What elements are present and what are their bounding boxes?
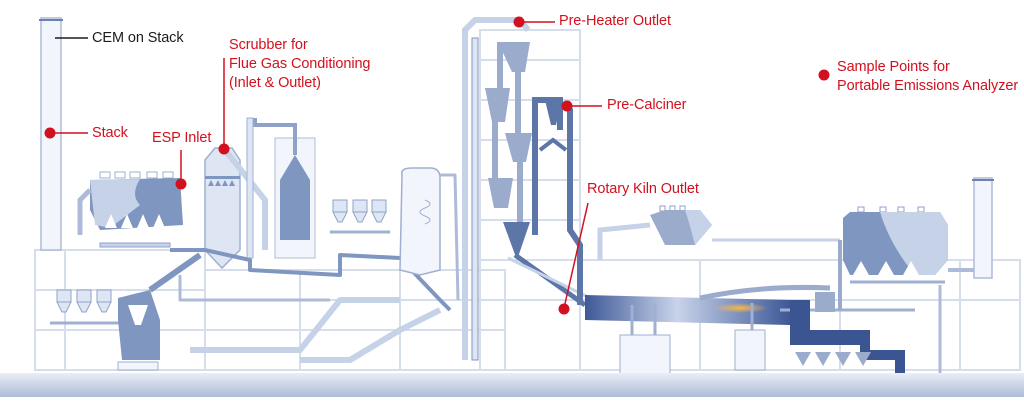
scrubber-label-line2: Flue Gas Conditioning [229,56,371,72]
pre-calciner-sample-point-marker [561,100,573,112]
esp-inlet-label: ESP Inlet [152,130,212,146]
rotary-kiln [585,284,915,376]
ground [0,373,1024,397]
hoppers-left [50,289,120,325]
raw-meal-silo [246,117,316,259]
legend-marker [818,69,830,81]
stack-label: Stack [92,125,128,141]
pre-calciner-label: Pre-Calciner [607,97,687,113]
hoppers-middle [330,199,390,234]
scrubber-tower [204,147,268,270]
legend-line1: Sample Points for [837,59,950,75]
scrubber-sample-point-marker [218,143,230,155]
stack-right [948,177,994,279]
legend-line2: Portable Emissions Analyzer [837,78,1019,94]
scrubber-label-line3: (Inlet & Outlet) [229,75,321,91]
rotary-kiln-sample-point-marker [558,303,570,315]
pre-heater-tower [462,17,591,361]
clinker-cooler [790,292,980,382]
raw-mill [117,252,202,371]
rotary-kiln-outlet-label: Rotary Kiln Outlet [587,181,699,197]
scrubber-label-line1: Scrubber for [229,37,308,53]
ductwork [170,173,460,363]
stack-sample-point-marker [44,127,56,139]
esp-unit-middle [597,205,840,260]
cem-on-stack-label: CEM on Stack [92,30,184,46]
esp-unit-left [77,171,183,248]
rotary-kiln-leader-line [563,202,589,309]
pre-heater-outlet-label: Pre-Heater Outlet [559,13,671,29]
cyclone-unit [399,167,441,276]
esp-inlet-sample-point-marker [175,178,187,190]
pre-heater-sample-point-marker [513,16,525,28]
callouts [44,16,830,315]
